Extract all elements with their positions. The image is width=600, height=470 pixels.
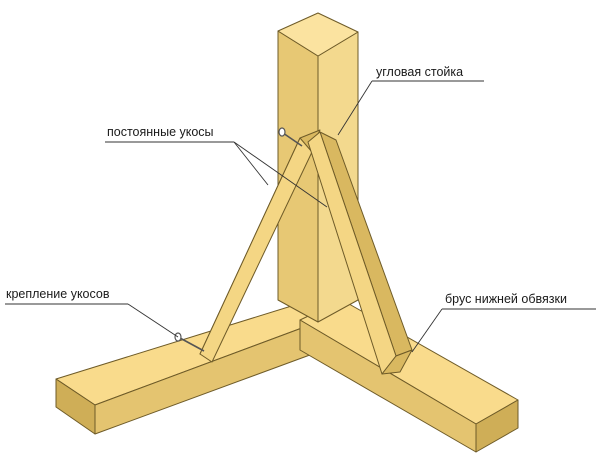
bottom-plate-beam-left — [55, 303, 319, 435]
permanent-brace-right — [307, 131, 413, 375]
label-brace-fastening: крепление укосов — [6, 287, 110, 301]
nail-icon-top — [278, 127, 303, 147]
leader-corner-post — [337, 80, 484, 136]
label-bottom-plate-beam: брус нижней обвязки — [445, 292, 567, 306]
leader-brace-fastening — [5, 303, 179, 338]
permanent-brace-left — [199, 129, 321, 363]
leader-bottom-plate-beam — [411, 308, 596, 353]
label-permanent-braces: постоянные укосы — [107, 125, 214, 139]
leader-permanent-braces — [105, 141, 328, 208]
bottom-plate-beam-right — [299, 299, 519, 453]
label-corner-post: угловая стойка — [376, 65, 463, 79]
